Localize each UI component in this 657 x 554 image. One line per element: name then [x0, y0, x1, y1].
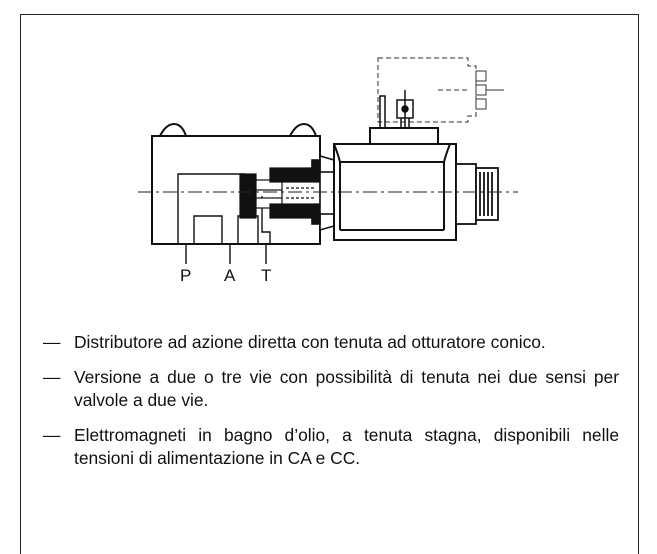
electrical-connector — [377, 57, 477, 123]
list-item-text: Elettromagneti in bagno d’olio, a tenuta… — [74, 425, 619, 468]
bullet-dash: — — [43, 332, 61, 352]
port-label-p: P — [180, 266, 192, 285]
connector-housing-outline — [377, 57, 477, 123]
list-item: — Elettromagneti in bagno d’olio, a tenu… — [43, 424, 619, 470]
bullet-dash: — — [43, 425, 61, 445]
manual-override-knob — [455, 163, 499, 225]
port-label-a: A — [224, 266, 236, 285]
content-frame — [20, 14, 639, 554]
bullet-dash: — — [43, 367, 61, 387]
valve-diagram — [138, 57, 518, 264]
list-item-text: Versione a due o tre vie con possibilità… — [74, 367, 619, 410]
port-labels: P A T — [0, 266, 657, 290]
poppet-assembly — [239, 167, 325, 219]
tube-nut — [311, 154, 335, 232]
feature-list: — Distributore ad azione diretta con ten… — [43, 331, 619, 482]
connector-terminals — [438, 70, 504, 110]
list-item: — Versione a due o tre vie con possibili… — [43, 366, 619, 412]
coil-terminal — [379, 90, 414, 129]
list-item: — Distributore ad azione diretta con ten… — [43, 331, 619, 354]
list-item-text: Distributore ad azione diretta con tenut… — [74, 332, 546, 352]
port-label-t: T — [261, 266, 272, 285]
solenoid-coil — [333, 127, 457, 241]
